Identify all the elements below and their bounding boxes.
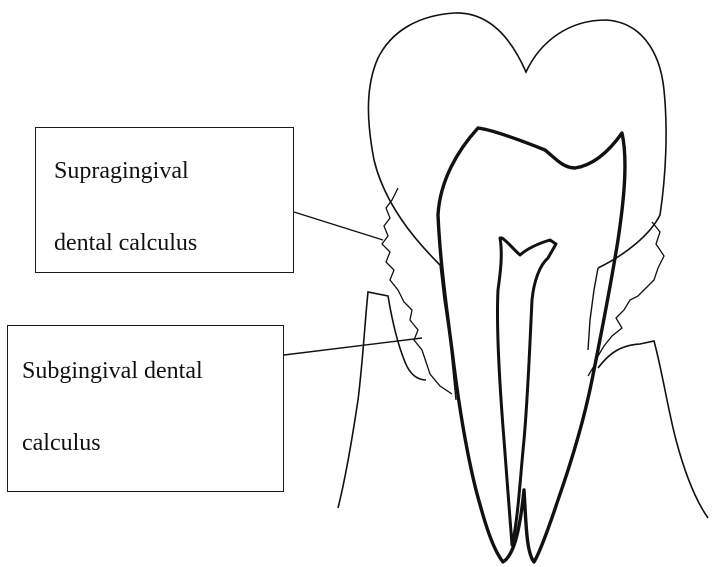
supragingival-calculus-left [382, 188, 452, 394]
supragingival-label-box: Supragingival dental calculus [35, 127, 294, 273]
tooth-root-outline [438, 128, 625, 562]
subgingival-label-box: Subgingival dental calculus [7, 325, 284, 492]
subgingival-label-line2: calculus [22, 431, 101, 455]
supragingival-label-line2: dental calculus [54, 231, 197, 255]
supragingival-leader-line [294, 212, 383, 240]
supragingival-calculus-right [588, 222, 664, 376]
pulp-canal [497, 238, 556, 545]
dentin-boundary-right [588, 268, 598, 350]
supragingival-label-line1: Supragingival [54, 159, 189, 183]
subgingival-label-line1: Subgingival dental [22, 359, 203, 383]
gingiva-right [598, 341, 708, 518]
